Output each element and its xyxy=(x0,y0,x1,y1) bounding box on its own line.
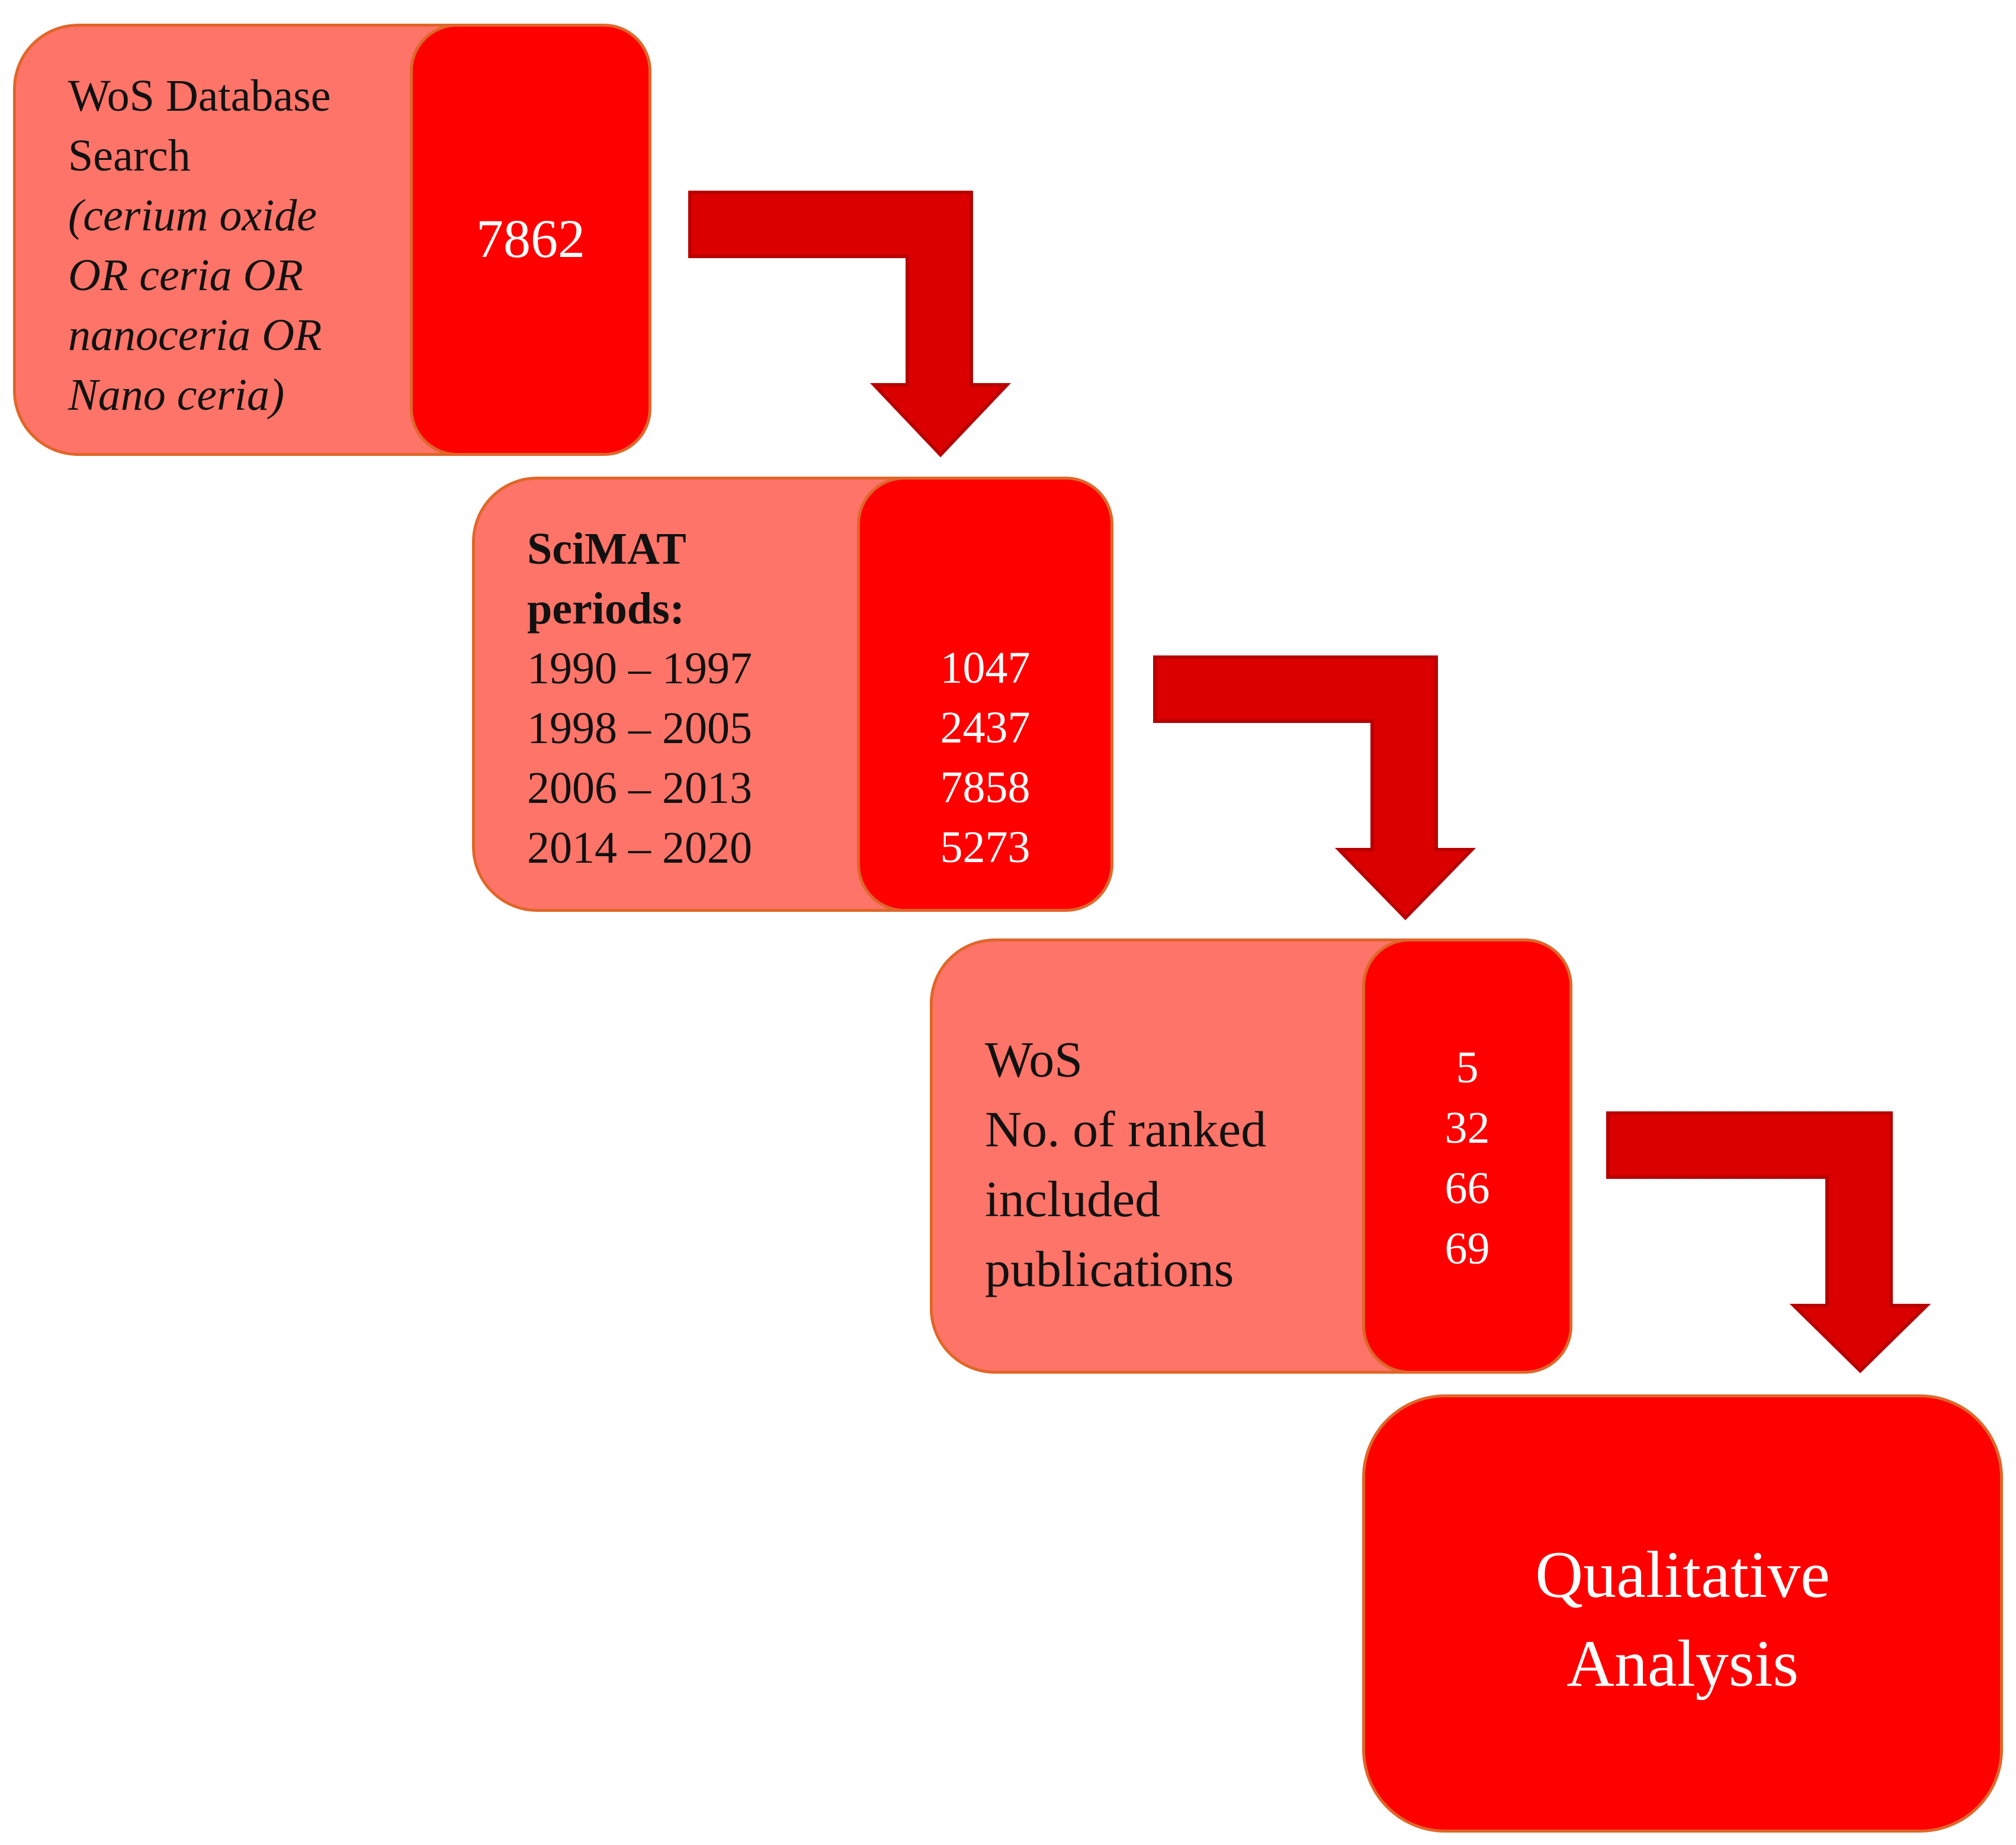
period-range: 1990 – 1997 xyxy=(527,644,752,693)
step3-ranked-text: WoS No. of ranked included publications xyxy=(985,1024,1266,1304)
period-count: 5273 xyxy=(940,822,1031,872)
step1-search-box: WoS Database Search (cerium oxide OR cer… xyxy=(13,24,651,456)
step1-count: 7862 xyxy=(476,208,585,269)
step4-line: Qualitative xyxy=(1535,1538,1830,1612)
arrow-step1-to-step2 xyxy=(688,191,1011,458)
step1-query-text: WoS Database Search (cerium oxide OR cer… xyxy=(68,66,330,425)
step3-count-panel: 5 32 66 69 xyxy=(1362,938,1572,1374)
step2-count-panel: 1047 2437 7858 5273 xyxy=(857,477,1113,912)
step2-periods-box: SciMAT periods: 1990 – 1997 1998 – 2005 … xyxy=(472,477,1113,912)
period-count: 1047 xyxy=(940,643,1031,693)
step1-count-panel: 7862 xyxy=(410,24,651,456)
step4-qualitative-box: Qualitative Analysis xyxy=(1362,1394,2003,1833)
ranked-count: 32 xyxy=(1444,1103,1490,1153)
step4-line: Analysis xyxy=(1566,1627,1799,1701)
step1-line: (cerium oxide xyxy=(68,191,317,240)
step2-periods-text: SciMAT periods: 1990 – 1997 1998 – 2005 … xyxy=(527,519,752,878)
step1-line: nanoceria OR xyxy=(68,310,322,360)
step3-ranked-box: WoS No. of ranked included publications … xyxy=(930,938,1572,1374)
ranked-count: 66 xyxy=(1444,1163,1490,1213)
period-range: 2014 – 2020 xyxy=(527,823,752,873)
step3-line: included xyxy=(985,1171,1161,1227)
step2-heading: periods: xyxy=(527,584,685,634)
period-count: 2437 xyxy=(940,703,1031,753)
step1-line: Nano ceria) xyxy=(68,370,285,420)
ranked-count: 69 xyxy=(1444,1224,1490,1274)
ranked-count: 5 xyxy=(1456,1043,1479,1092)
period-count: 7858 xyxy=(940,763,1031,812)
step2-heading: SciMAT xyxy=(527,524,686,574)
step3-line: publications xyxy=(985,1240,1234,1297)
arrow-step3-to-step4 xyxy=(1606,1111,1931,1374)
step1-line: Search xyxy=(68,131,191,181)
period-range: 1998 – 2005 xyxy=(527,703,752,753)
step1-line: WoS Database xyxy=(68,71,331,121)
step4-label: Qualitative Analysis xyxy=(1365,1531,2000,1708)
period-range: 2006 – 2013 xyxy=(527,763,752,813)
step1-line: OR ceria OR xyxy=(68,250,303,300)
arrow-step2-to-step3 xyxy=(1153,655,1476,921)
step3-line: WoS xyxy=(985,1031,1083,1088)
step3-line: No. of ranked xyxy=(985,1101,1267,1158)
